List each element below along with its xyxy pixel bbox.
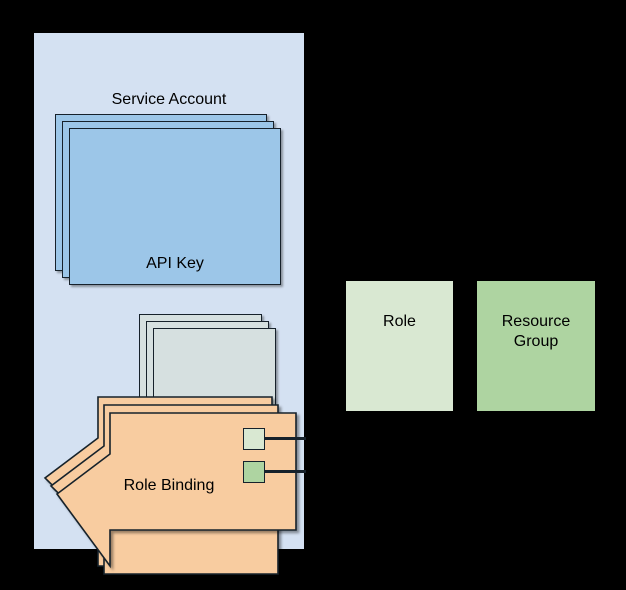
connector-role-binding-to-resource-group bbox=[264, 470, 306, 473]
role-binding-group[interactable]: Role Binding bbox=[34, 333, 304, 575]
resource-group-label: Resource Group bbox=[477, 312, 595, 352]
role-binding-arrow-stack bbox=[43, 396, 297, 575]
role-binding-resource-group-port[interactable] bbox=[243, 461, 265, 483]
resource-group-label-line1: Resource bbox=[501, 313, 571, 330]
service-account-label: Service Account bbox=[111, 91, 227, 108]
resource-group-label-line2: Group bbox=[513, 333, 559, 350]
role-box[interactable]: Role bbox=[346, 281, 453, 411]
resource-group-box[interactable]: Resource Group bbox=[477, 281, 595, 411]
role-binding-label: Role Binding bbox=[123, 477, 215, 494]
connector-role-binding-to-role bbox=[264, 437, 306, 440]
role-binding-role-port[interactable] bbox=[243, 428, 265, 450]
role-binding-arrow-front[interactable] bbox=[55, 412, 297, 569]
api-key-card-front[interactable]: API Key Token bbox=[69, 128, 281, 575]
api-key-label: API Key bbox=[146, 255, 204, 272]
role-label: Role bbox=[383, 313, 416, 330]
service-account-container[interactable]: Service Account API Key Token bbox=[34, 33, 304, 575]
